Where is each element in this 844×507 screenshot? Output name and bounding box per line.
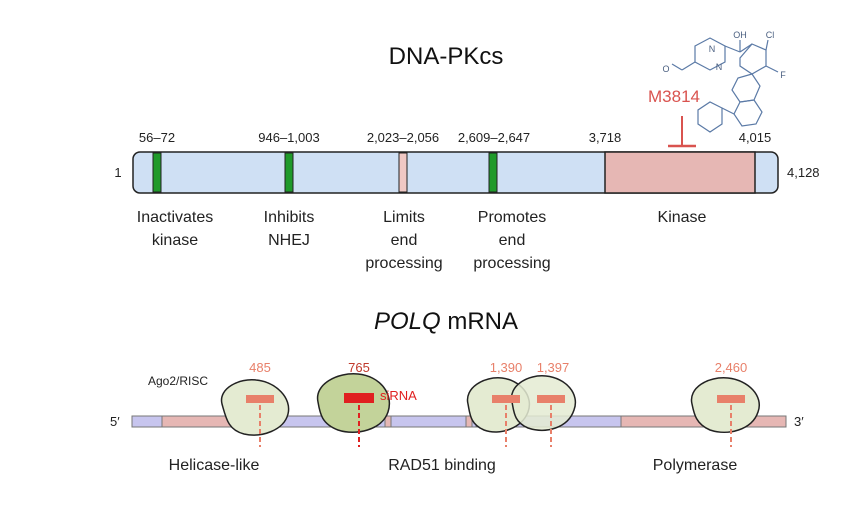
polq-title-rest: mRNA <box>441 308 518 335</box>
target-site-765 <box>344 393 374 403</box>
target-site-2460 <box>717 395 745 403</box>
domain-label-kinase: Kinase <box>658 209 707 226</box>
position-label: 2,023–2,056 <box>367 130 439 145</box>
domain-label-line: end <box>499 232 526 249</box>
molecule-f-label: F <box>780 70 786 80</box>
end-position: 4,128 <box>787 165 820 180</box>
mrna-segment <box>384 415 392 428</box>
molecule-oh-label: OH <box>733 30 747 40</box>
domain-label-inhibits: Inhibits NHEJ <box>264 209 315 249</box>
five-prime-label: 5′ <box>110 414 120 429</box>
site-label-2460: 2,460 <box>715 360 748 375</box>
position-label: 946–1,003 <box>258 130 319 145</box>
domain-label-line: Inhibits <box>264 209 315 226</box>
molecule-n-label-2: N <box>716 62 723 72</box>
molecule-o-label: O <box>662 64 669 74</box>
start-position: 1 <box>114 165 121 180</box>
domain-label-line: end <box>391 232 418 249</box>
dnapkcs-title: DNA-PKcs <box>389 43 504 70</box>
site-2023-2056 <box>398 152 408 193</box>
mrna-segment <box>465 415 473 428</box>
risc-complex <box>510 375 577 431</box>
molecule-cl-label: Cl <box>766 30 775 40</box>
domain-label-promotes: Promotes end processing <box>473 209 550 272</box>
site-label-485: 485 <box>249 360 271 375</box>
site-label-1390: 1,390 <box>490 360 523 375</box>
site-946-1003 <box>284 152 294 193</box>
target-site-485 <box>246 395 274 403</box>
target-site-1390 <box>492 395 520 403</box>
risc-complex <box>220 379 290 436</box>
m3814-structure <box>671 37 779 133</box>
risc-complex <box>690 377 760 433</box>
polq-title-gene: POLQ <box>374 308 441 335</box>
region-label-helicase: Helicase-like <box>169 457 260 474</box>
ago2-risc-label: Ago2/RISC <box>148 374 208 388</box>
domain-label-line: Kinase <box>658 209 707 226</box>
region-label-rad51: RAD51 binding <box>388 457 496 474</box>
target-site-1397 <box>537 395 565 403</box>
molecule-n-label-1: N <box>709 44 716 54</box>
domain-label-line: NHEJ <box>268 232 310 249</box>
region-label-polymerase: Polymerase <box>653 457 738 474</box>
sirna-label: siRNA <box>380 388 417 403</box>
site-56-72 <box>152 152 162 193</box>
domain-label-line: Inactivates <box>137 209 213 226</box>
domain-label-line: kinase <box>152 232 198 249</box>
position-label: 56–72 <box>139 130 175 145</box>
three-prime-label: 3′ <box>794 414 804 429</box>
kinase-domain <box>604 151 756 194</box>
domain-label-line: processing <box>365 255 442 272</box>
domain-label-inactivates: Inactivates kinase <box>137 209 213 249</box>
domain-label-line: processing <box>473 255 550 272</box>
site-2609-2647 <box>488 152 498 193</box>
risc-complex-active <box>316 373 391 433</box>
site-label-765: 765 <box>348 360 370 375</box>
domain-label-line: Limits <box>383 209 425 226</box>
position-label: 3,718 <box>589 130 622 145</box>
site-guides <box>259 405 732 447</box>
position-label: 4,015 <box>739 130 772 145</box>
inhibitor-label: M3814 <box>648 87 700 106</box>
domain-label-limits: Limits end processing <box>365 209 442 272</box>
polq-title: POLQ mRNA <box>374 308 518 335</box>
position-label: 2,609–2,647 <box>458 130 530 145</box>
domain-label-line: Promotes <box>478 209 546 226</box>
site-label-1397: 1,397 <box>537 360 570 375</box>
